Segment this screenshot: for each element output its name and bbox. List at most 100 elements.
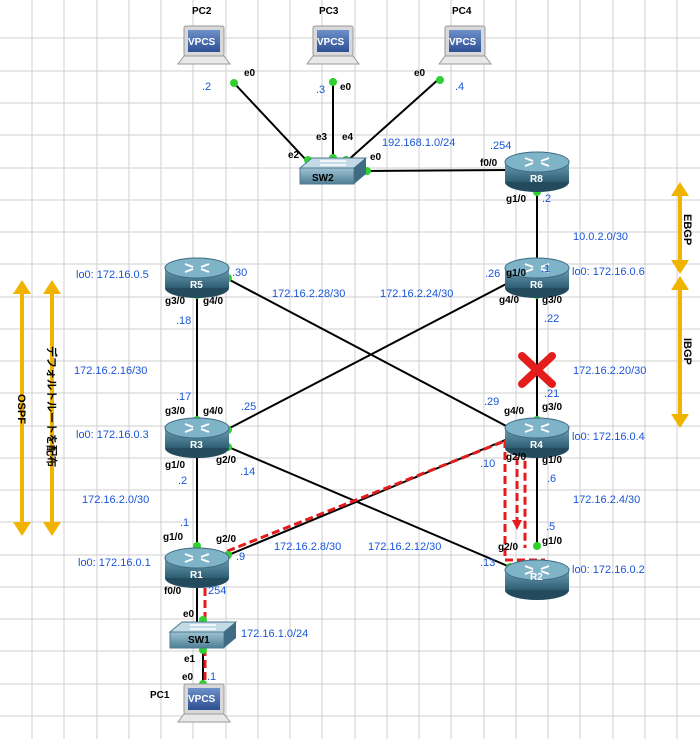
r3-node[interactable]: R3 lo0: 172.16.0.3 g3/0 g4/0 g1/0 g2/0 .…: [76, 391, 256, 487]
subnet-r4-r2: 172.16.2.4/30: [573, 494, 640, 506]
pc1-name: PC1: [150, 690, 170, 701]
r4-loopback: lo0: 172.16.0.4: [572, 431, 645, 443]
link-r3-r6: [225, 281, 511, 431]
r4-addr-g4-0: .29: [484, 396, 499, 408]
r5-loopback: lo0: 172.16.0.5: [76, 269, 149, 281]
link-failure-cross-icon: [518, 352, 556, 388]
r4-name: R4: [530, 440, 543, 451]
r5-addr-g4-0: .30: [232, 267, 247, 279]
r2-port-g1-0: g1/0: [542, 536, 562, 547]
r3-port-g3-0: g3/0: [165, 406, 185, 417]
r8-port-f0-0: f0/0: [480, 158, 498, 169]
subnet-r5-r4: 172.16.2.28/30: [272, 288, 345, 300]
r2-addr-g1-0: .5: [546, 521, 555, 533]
r3-loopback: lo0: 172.16.0.3: [76, 429, 149, 441]
link-sw2-r8: [363, 169, 511, 172]
r8-node[interactable]: R8 f0/0 g1/0 .254 .2: [480, 140, 570, 205]
ebgp-label: EBGP: [681, 214, 693, 245]
default-route-annotation: デフォルトルートを配布: [43, 280, 61, 536]
pc1-addr: .1: [207, 671, 216, 683]
r3-port-g4-0: g4/0: [203, 406, 223, 417]
sw1-subnet: 172.16.1.0/24: [241, 628, 308, 640]
subnet-labels: 10.0.2.0/30 172.16.2.28/30 172.16.2.24/3…: [74, 231, 646, 553]
r2-name: R2: [530, 572, 543, 583]
sw2-node[interactable]: SW2 e2 e3 e4 e0 192.168.1.0/24: [288, 132, 455, 185]
r4-port-g4-0: g4/0: [504, 406, 524, 417]
pc2-name: PC2: [192, 6, 212, 17]
r8-port-g1-0: g1/0: [506, 194, 526, 205]
pc2-screen-label: VPCS: [188, 37, 216, 48]
r4-node[interactable]: R4 lo0: 172.16.0.4 g4/0 g3/0 g2/0 g1/0 .…: [480, 388, 645, 485]
r5-addr-g3-0: .18: [176, 315, 191, 327]
links: [196, 77, 538, 686]
r6-addr-g4-0: .26: [485, 268, 500, 280]
pc4-screen-label: VPCS: [449, 37, 477, 48]
sw1-port-e1: e1: [184, 654, 196, 665]
r6-port-g4-0: g4/0: [499, 295, 519, 306]
r4-addr-g2-0: .10: [480, 458, 495, 470]
r3-addr-g3-0: .17: [176, 391, 191, 403]
r4-addr-g3-0: .21: [544, 388, 559, 400]
pc3-name: PC3: [319, 6, 339, 17]
pc1-node[interactable]: VPCS PC1 e0 .1: [150, 671, 231, 723]
link-r5-r4: [225, 277, 511, 429]
pc3-screen-label: VPCS: [317, 37, 345, 48]
ibgp-annotation: IBGP: [671, 276, 693, 428]
sw1-node[interactable]: SW1 e0 e1 172.16.1.0/24: [169, 609, 308, 665]
r2-port-g2-0: g2/0: [498, 542, 518, 553]
r4-port-g2-0: g2/0: [506, 452, 526, 463]
r3-addr-g1-0: .2: [178, 475, 187, 487]
subnet-r1-r4: 172.16.2.8/30: [274, 541, 341, 553]
r1-name: R1: [190, 570, 203, 581]
r6-addr-g1-0: .1: [541, 263, 550, 275]
sw2-port-e2: e2: [288, 150, 300, 161]
pc4-addr: .4: [455, 81, 464, 93]
r5-name: R5: [190, 280, 203, 291]
subnet-r6-r4: 172.16.2.20/30: [573, 365, 646, 377]
ebgp-annotation: EBGP: [671, 182, 693, 274]
subnet-r8-r6: 10.0.2.0/30: [573, 231, 628, 243]
pc4-name: PC4: [452, 6, 472, 17]
r5-node[interactable]: R5 lo0: 172.16.0.5 g4/0 g3/0 .30 .18: [76, 257, 247, 327]
r3-addr-g2-0: .14: [240, 466, 255, 478]
pc2-node[interactable]: VPCS PC2 e0 .2: [177, 6, 256, 93]
r6-node[interactable]: R6 lo0: 172.16.0.6 g1/0 g4/0 g3/0 .1 .26…: [485, 257, 645, 325]
pc1-screen-label: VPCS: [188, 694, 216, 705]
pc4-port: e0: [414, 68, 426, 79]
r6-port-g1-0: g1/0: [506, 268, 526, 279]
r2-addr-g2-0: .13: [480, 557, 495, 569]
r4-port-g1-0: g1/0: [542, 455, 562, 466]
ospf-annotation: OSPF: [13, 280, 31, 536]
r4-port-g3-0: g3/0: [542, 402, 562, 413]
r2-node[interactable]: R2 lo0: 172.16.0.2 g2/0 g1/0 .13 .5: [480, 521, 645, 601]
subnet-r5-r3: 172.16.2.16/30: [74, 365, 147, 377]
r1-addr-f0-0: 254: [208, 585, 226, 597]
r1-addr-g2-0: .9: [236, 551, 245, 563]
r3-name: R3: [190, 440, 203, 451]
r5-port-g3-0: g3/0: [165, 296, 185, 307]
r8-name: R8: [530, 174, 543, 185]
pc3-node[interactable]: VPCS PC3 e0 .3: [306, 6, 360, 96]
subnet-r3-r1: 172.16.2.0/30: [82, 494, 149, 506]
sw2-port-e3: e3: [316, 132, 328, 143]
r1-port-f0-0: f0/0: [164, 586, 182, 597]
pc2-port: e0: [244, 68, 256, 79]
sw2-port-e4: e4: [342, 132, 354, 143]
ospf-label: OSPF: [15, 394, 27, 424]
subnet-r3-r2: 172.16.2.12/30: [368, 541, 441, 553]
pc2-addr: .2: [202, 81, 211, 93]
r3-addr-g4-0: .25: [241, 401, 256, 413]
r2-loopback: lo0: 172.16.0.2: [572, 564, 645, 576]
r1-port-g2-0: g2/0: [216, 534, 236, 545]
pc4-node[interactable]: VPCS PC4 e0 .4: [414, 6, 492, 93]
sw1-name: SW1: [188, 635, 210, 646]
r1-node[interactable]: R1 lo0: 172.16.0.1 g1/0 g2/0 f0/0 .1 .9 …: [78, 517, 245, 597]
pc1-port: e0: [182, 672, 194, 683]
ibgp-label: IBGP: [681, 338, 693, 365]
r6-loopback: lo0: 172.16.0.6: [572, 266, 645, 278]
subnet-r3-r6: 172.16.2.24/30: [380, 288, 453, 300]
r6-name: R6: [530, 280, 543, 291]
link-r3-r2: [225, 445, 511, 568]
